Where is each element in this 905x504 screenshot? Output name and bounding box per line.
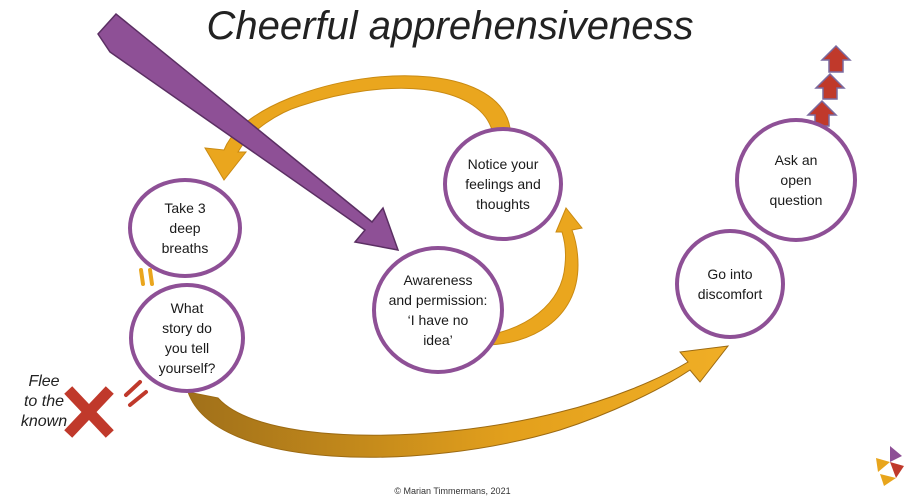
node-notice: Notice your feelings and thoughts [443, 127, 563, 241]
node-discomfort-label: Go into discomfort [697, 266, 763, 302]
node-breaths-label: Take 3 deep breaths [161, 200, 209, 256]
cycle-arrow-right [481, 207, 583, 346]
node-story: What story do you tell yourself? [129, 283, 245, 393]
node-question-label: Ask an open question [769, 152, 823, 208]
logo-icon [876, 446, 904, 486]
x-mark-icon [64, 386, 114, 438]
copyright-text: © Marian Timmermans, 2021 [394, 486, 511, 496]
page-title: Cheerful apprehensiveness [206, 4, 694, 48]
node-story-label: What story do you tell yourself? [158, 300, 216, 376]
node-notice-label: Notice your feelings and thoughts [465, 156, 541, 212]
flee-label: Flee to the known [20, 373, 68, 430]
main-diagonal-arrow [97, 12, 400, 251]
node-question: Ask an open question [735, 118, 857, 242]
node-awareness-label: Awareness and permission: ‘I have no ide… [388, 272, 488, 348]
connector-ticks [139, 268, 154, 286]
node-discomfort: Go into discomfort [675, 229, 785, 339]
node-breaths: Take 3 deep breaths [128, 178, 242, 278]
node-awareness: Awareness and permission: ‘I have no ide… [372, 246, 504, 374]
cycle-arrow-top [204, 75, 511, 181]
flee-ticks [124, 380, 148, 407]
up-arrow-icon [806, 44, 852, 127]
escape-arrow [187, 345, 730, 458]
